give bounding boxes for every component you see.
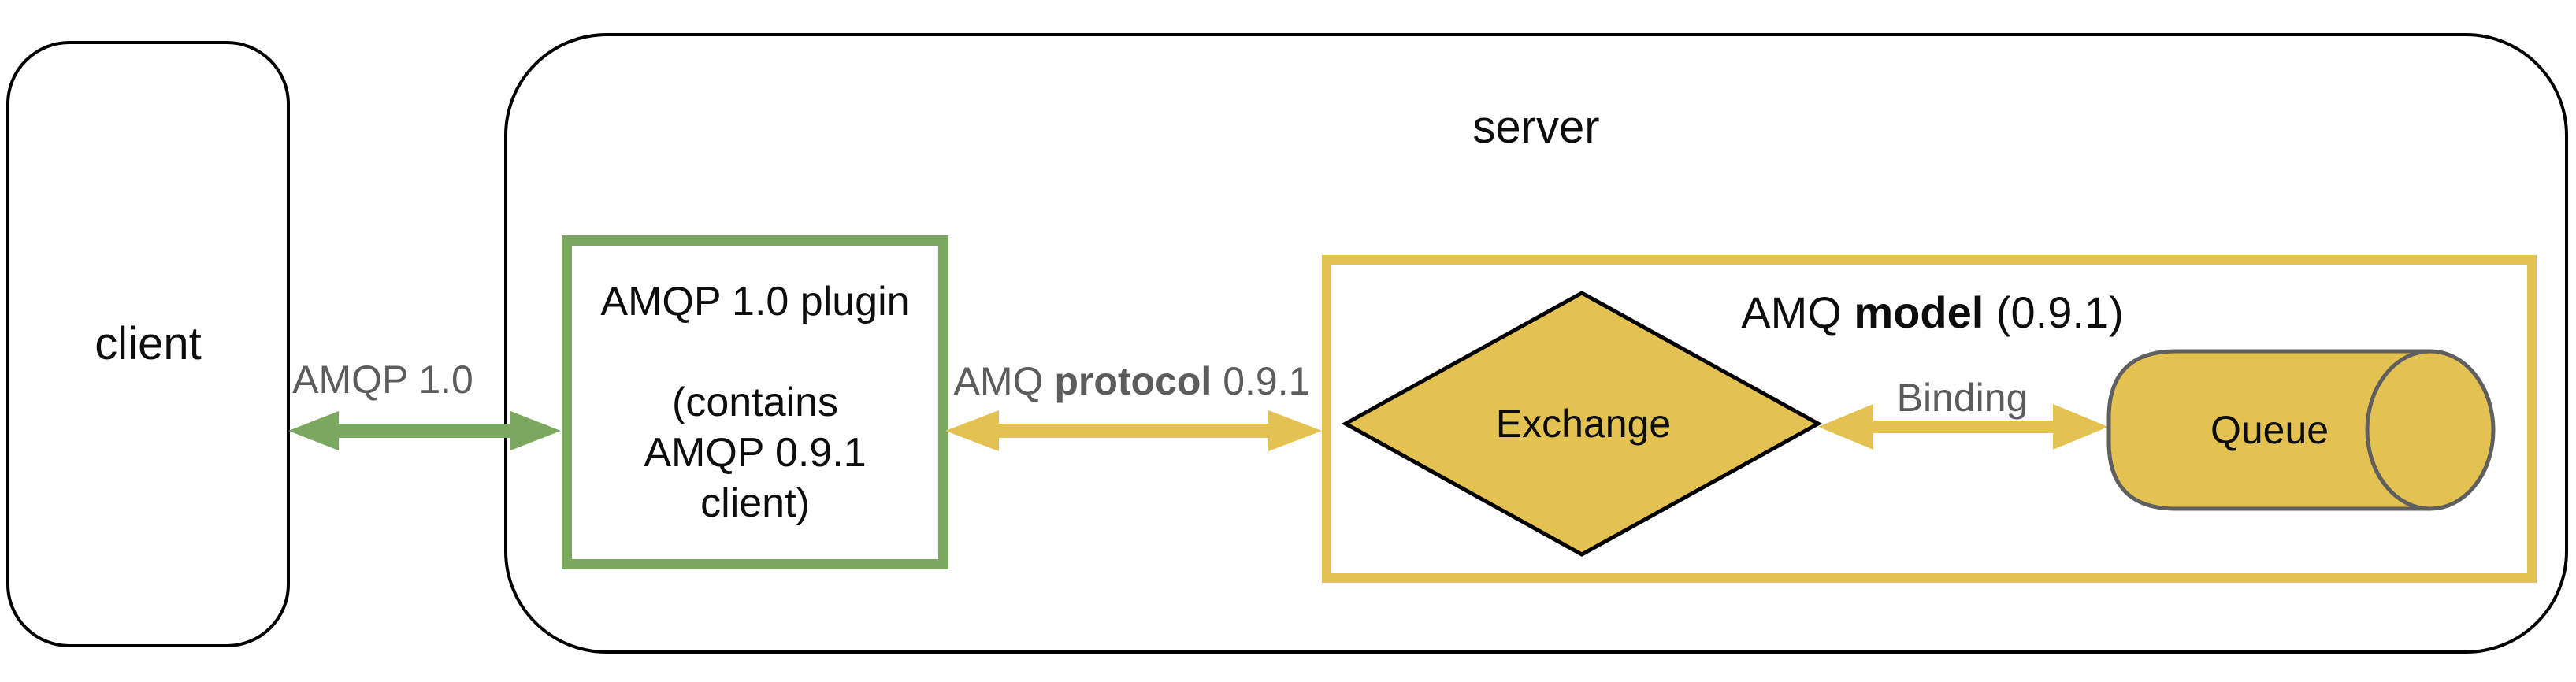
client-label: client bbox=[95, 318, 202, 369]
amq-model-label-prefix: AMQ bbox=[1741, 287, 1854, 337]
amq-model-label-suffix: (0.9.1) bbox=[1984, 287, 2124, 337]
amqp-plugin-node: AMQP 1.0 plugin (contains AMQP 0.9.1 cli… bbox=[562, 235, 948, 569]
plugin-label-line: AMQP 0.9.1 bbox=[644, 430, 867, 476]
server-label: server bbox=[1472, 102, 1600, 153]
amq-protocol-label-suffix: 0.9.1 bbox=[1212, 359, 1311, 403]
amq-protocol-label-bold: protocol bbox=[1054, 359, 1212, 403]
amq-model-label-bold: model bbox=[1854, 287, 1984, 337]
amq-model-title-label: AMQ model (0.9.1) bbox=[1617, 289, 2248, 336]
server-node: server bbox=[504, 33, 2568, 654]
plugin-label-line: (contains bbox=[672, 380, 838, 425]
amqp10-connection-label: AMQP 1.0 bbox=[292, 358, 473, 402]
amq-protocol-label-prefix: AMQ bbox=[953, 359, 1055, 403]
amq-model-node bbox=[1322, 255, 2537, 583]
exchange-label: Exchange bbox=[1495, 402, 1672, 446]
plugin-label-line: AMQP 1.0 plugin bbox=[600, 279, 910, 324]
client-node: client bbox=[6, 41, 290, 647]
amq-protocol-connection-label: AMQ protocol 0.9.1 bbox=[817, 358, 1447, 405]
queue-label: Queue bbox=[2210, 408, 2329, 452]
plugin-label-line: client) bbox=[700, 480, 810, 526]
